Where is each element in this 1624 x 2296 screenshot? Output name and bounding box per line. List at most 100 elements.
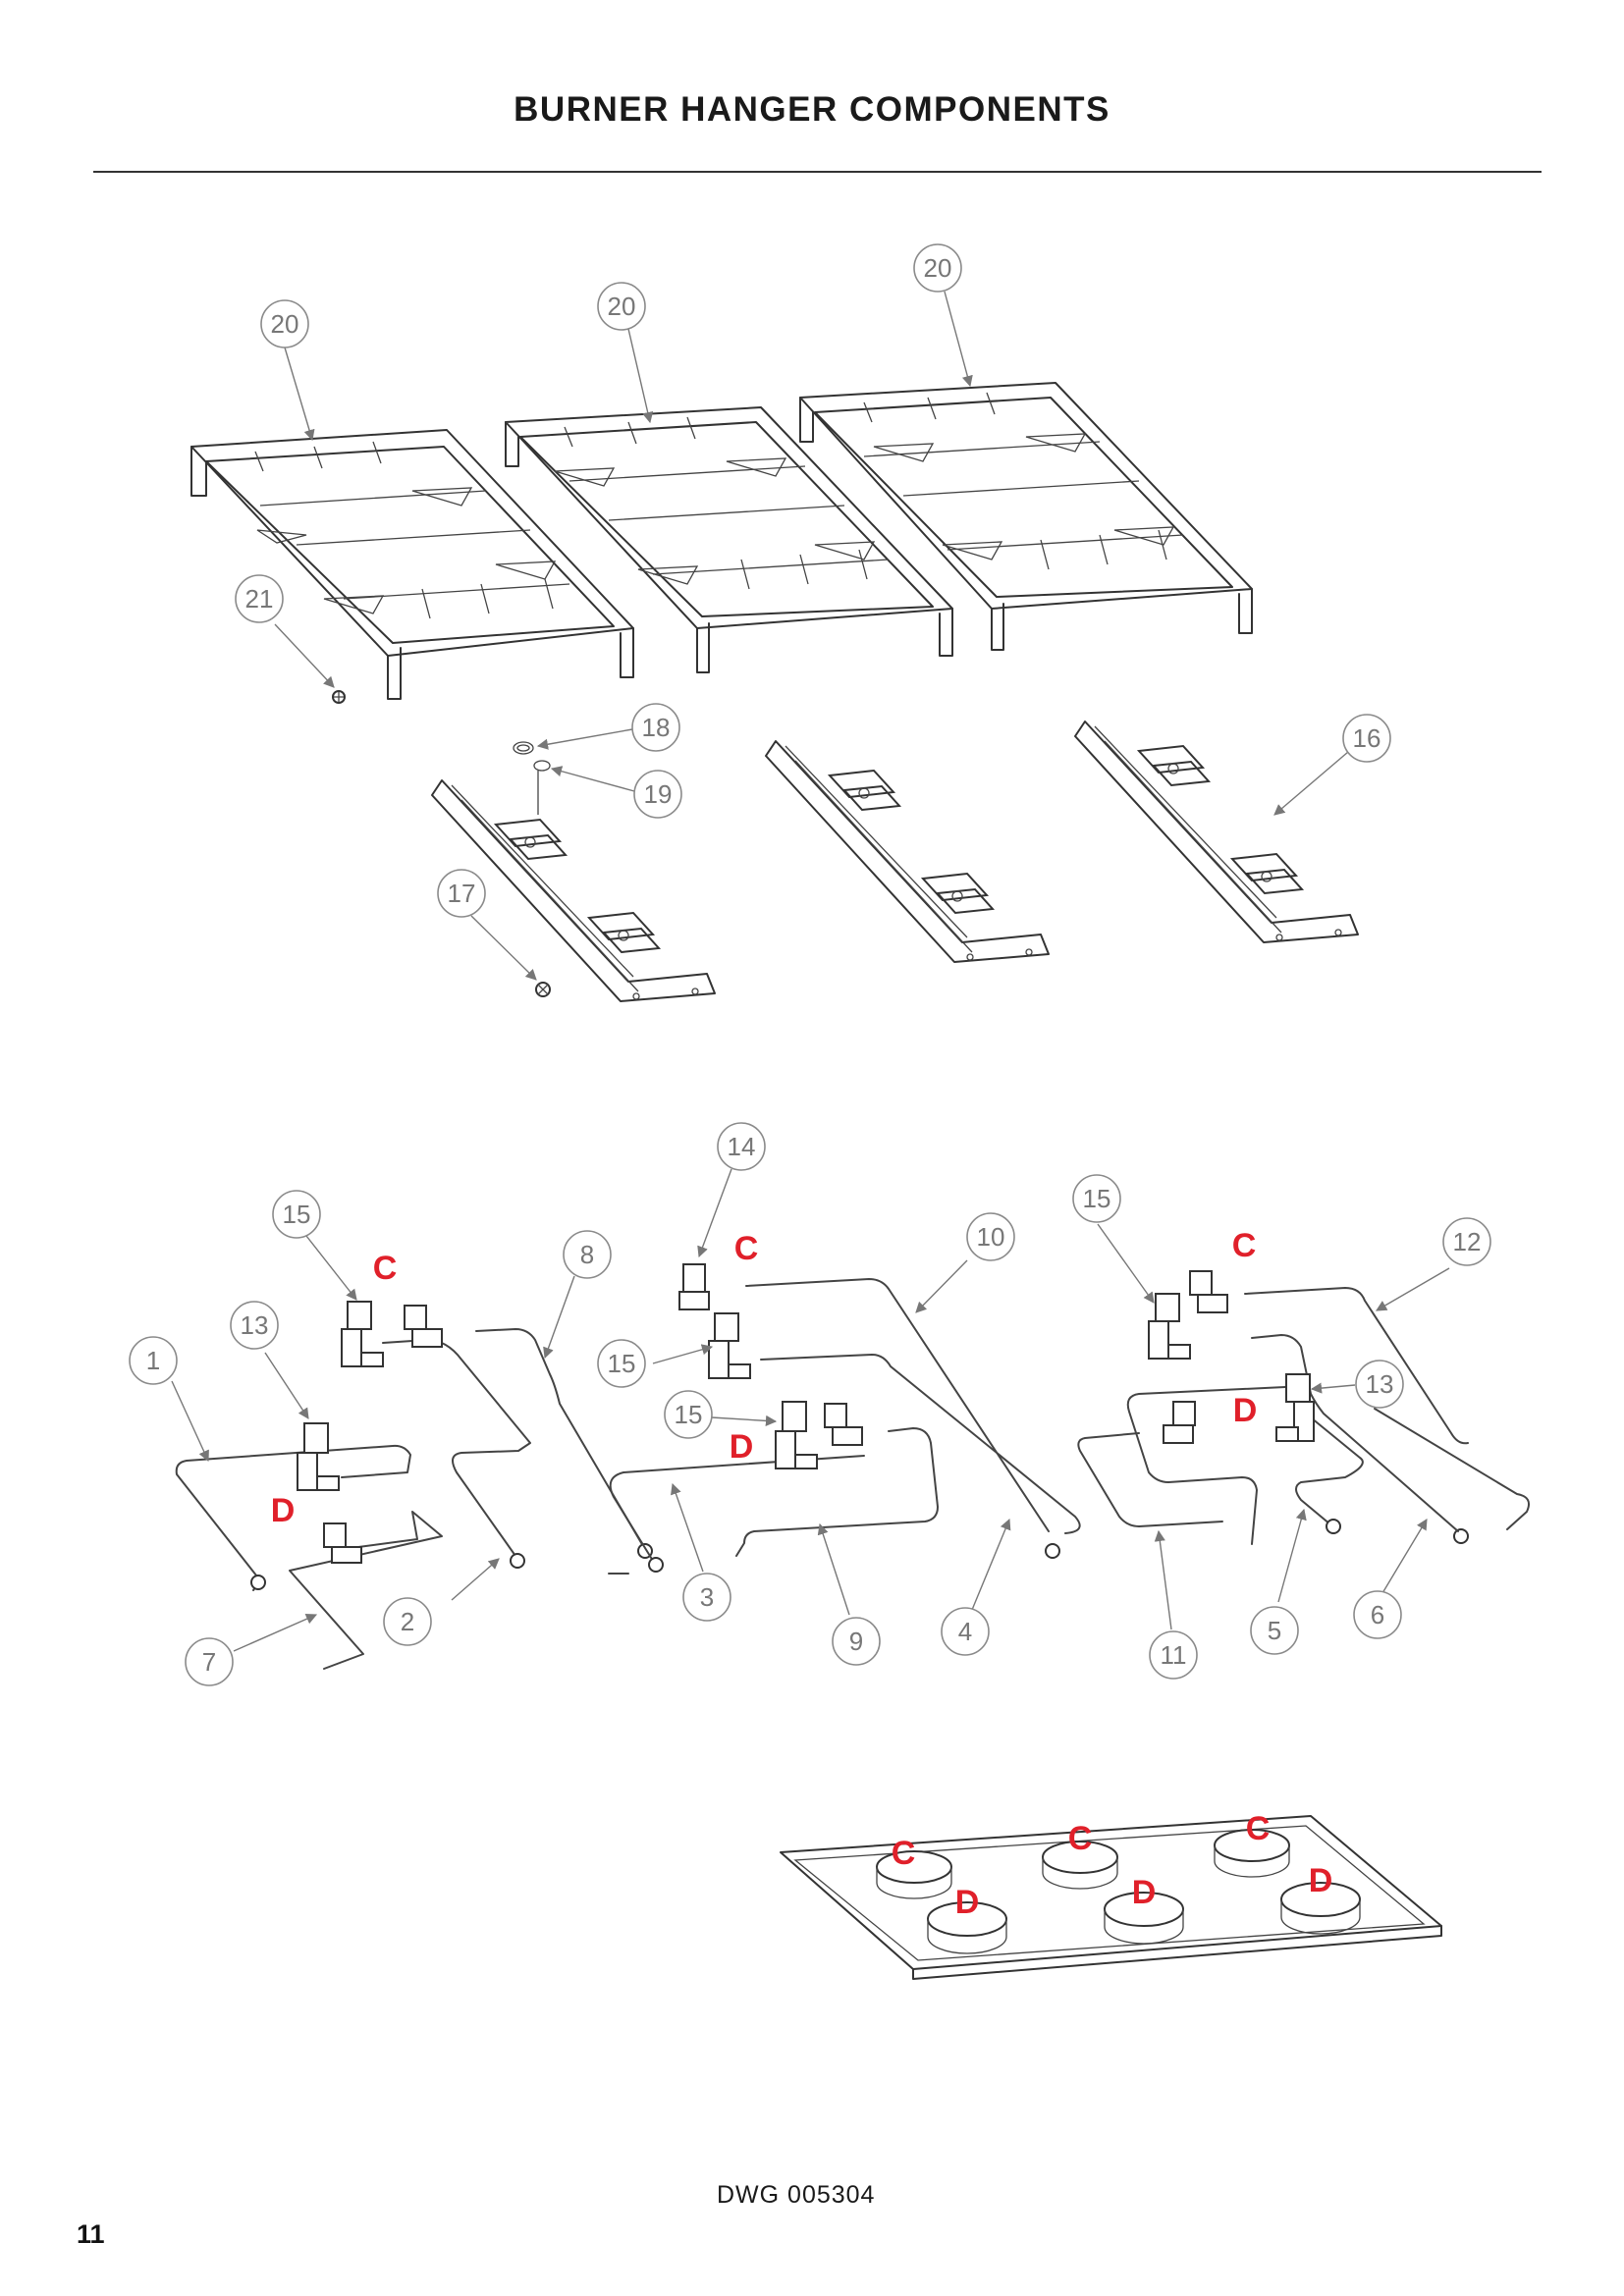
valve-15-middle-lower [775,1401,818,1469]
burner-hanger-right [1074,721,1359,943]
svg-text:14: 14 [728,1132,756,1161]
callout: 18 [631,703,680,752]
callout: 10 [966,1212,1015,1261]
marker-c: C [1068,1820,1093,1857]
burner-c-2 [1042,1841,1118,1890]
burner-d-1 [927,1901,1007,1954]
cooktop [780,1815,1442,1980]
svg-text:5: 5 [1268,1616,1281,1645]
grate-middle [505,406,953,673]
svg-text:3: 3 [700,1582,714,1612]
svg-text:13: 13 [1366,1369,1394,1399]
callout: 12 [1442,1217,1491,1266]
callout: 19 [633,770,682,819]
burner-d-3 [1280,1882,1361,1935]
elbow-left-d [323,1522,362,1564]
callout: 21 [235,574,284,623]
svg-text:21: 21 [245,584,274,614]
svg-text:15: 15 [283,1200,311,1229]
marker-d: D [1132,1874,1157,1911]
svg-text:6: 6 [1371,1600,1384,1629]
elbow-middle-d [824,1403,863,1446]
svg-text:20: 20 [924,253,952,283]
svg-text:17: 17 [448,879,476,908]
valve-13-left [297,1422,340,1491]
svg-text:15: 15 [675,1400,703,1429]
burner-d-2 [1104,1892,1184,1945]
valve-15-right [1148,1293,1191,1360]
callout: 13 [230,1301,279,1350]
svg-text:8: 8 [580,1240,594,1269]
burner-c-3 [1214,1829,1290,1878]
elbow-left-c [404,1305,443,1348]
page-number: 11 [77,2219,105,2249]
callout: 8 [563,1230,612,1279]
screw-21 [332,690,346,704]
svg-text:20: 20 [608,292,636,321]
marker-d: D [730,1428,754,1466]
callout: 20 [597,282,646,331]
callout: 4 [941,1607,990,1656]
burner-hanger-left [431,779,716,1002]
callout: 5 [1250,1606,1299,1655]
callout: 6 [1353,1590,1402,1639]
svg-text:13: 13 [241,1310,269,1340]
marker-d: D [1309,1862,1333,1899]
callout: 1 [129,1336,178,1385]
marker-c: C [373,1250,398,1287]
callout: 20 [260,299,309,348]
svg-text:9: 9 [849,1627,863,1656]
callout: 15 [597,1339,646,1388]
svg-text:12: 12 [1453,1227,1482,1256]
svg-text:19: 19 [644,779,673,809]
marker-d: D [271,1492,296,1529]
svg-text:18: 18 [642,713,671,742]
callout: 11 [1149,1630,1198,1680]
marker-d: D [955,1884,980,1921]
marker-c: C [734,1230,759,1267]
callout: 7 [185,1637,234,1686]
page-title: BURNER HANGER COMPONENTS [514,90,1110,129]
burner-c-1 [876,1850,952,1899]
grate-left [190,429,634,700]
burner-hanger-middle [765,740,1050,963]
valve-15-middle [708,1312,751,1379]
callout: 20 [913,243,962,293]
screw-17 [535,982,551,997]
svg-text:4: 4 [958,1617,972,1646]
valve-13-right [1275,1373,1315,1442]
marker-c: C [1246,1810,1271,1847]
svg-text:10: 10 [977,1222,1005,1252]
svg-text:15: 15 [608,1349,636,1378]
callout: 15 [1072,1174,1121,1223]
svg-text:1: 1 [146,1346,160,1375]
svg-text:20: 20 [271,309,299,339]
drawing-number: DWG 005304 [717,2181,876,2209]
svg-text:16: 16 [1353,723,1381,753]
elbow-right-c [1189,1270,1228,1313]
valve-14 [678,1263,710,1310]
callout: 17 [437,869,486,918]
valve-15-left [341,1301,384,1367]
valve-fittings [297,1263,1315,1564]
callout: 2 [383,1597,432,1646]
callout: 9 [832,1617,881,1666]
grate-right [799,382,1253,651]
svg-text:11: 11 [1161,1640,1187,1670]
callout: 14 [717,1122,766,1171]
washer-19 [533,760,551,815]
svg-text:7: 7 [202,1647,216,1677]
callout: 3 [682,1573,731,1622]
elbow-right-d [1163,1401,1196,1444]
gas-pipes [175,1278,1530,1670]
leader-lines [171,291,1450,1652]
callout: 16 [1342,714,1391,763]
callout: 13 [1355,1360,1404,1409]
marker-c: C [1232,1227,1257,1264]
marker-d: D [1233,1392,1258,1429]
marker-c: C [892,1835,916,1872]
svg-text:2: 2 [401,1607,414,1636]
o-ring-18 [513,741,534,755]
title-divider [93,171,1542,173]
